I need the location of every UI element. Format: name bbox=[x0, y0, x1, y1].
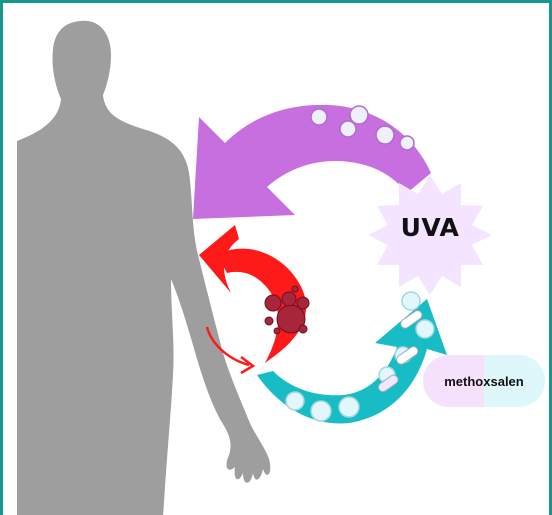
methoxsalen-pill: methoxsalen bbox=[423, 355, 545, 407]
uva-label: UVA bbox=[375, 213, 485, 242]
illustration bbox=[3, 3, 552, 515]
methoxsalen-label: methoxsalen bbox=[444, 374, 523, 389]
